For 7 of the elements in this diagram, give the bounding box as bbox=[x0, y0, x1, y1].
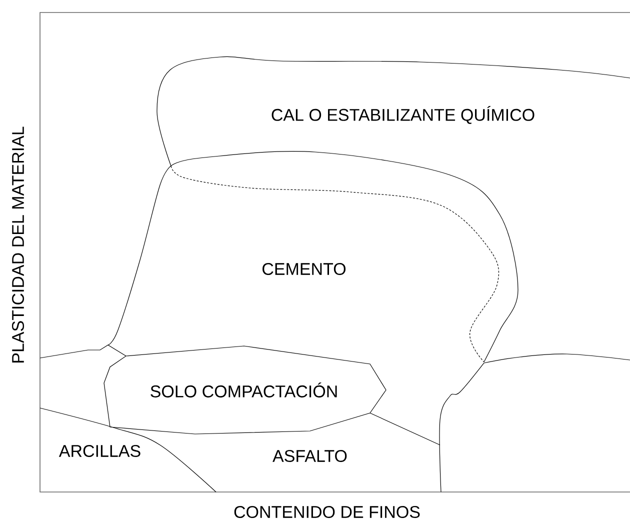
region-label: ASFALTO bbox=[272, 450, 347, 462]
region-label: CAL O ESTABILIZANTE QUÍMICO bbox=[272, 106, 534, 124]
axis-label: PLASTICIDAD DEL MATERIAL bbox=[12, 126, 24, 362]
axis-label: CONTENIDO DE FINOS bbox=[234, 506, 420, 518]
region-label: ARCILLAS bbox=[58, 444, 140, 458]
region-label: CEMENTO bbox=[262, 262, 346, 276]
region-label: SOLO COMPACTACIÓN bbox=[150, 382, 337, 398]
